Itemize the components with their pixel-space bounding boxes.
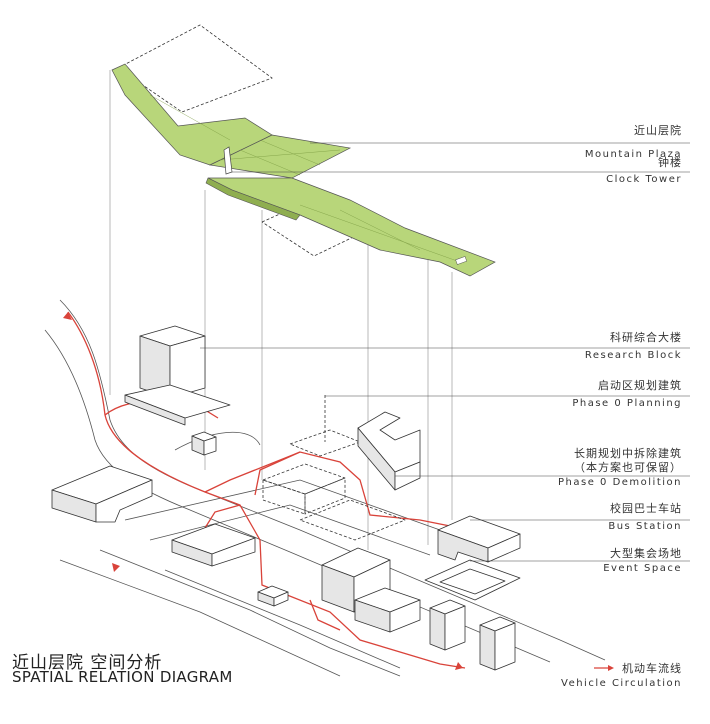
small-bottom-building	[257, 585, 289, 607]
phase0-planning-en: Phase 0 Planning	[572, 398, 682, 409]
phase0-demolition-cn: 长期规划中拆除建筑	[574, 446, 682, 460]
legend: 机动车流线 Vehicle Circulation	[561, 661, 682, 689]
lower-right-buildings	[354, 587, 516, 671]
label-event-space: 大型集会场地 Event Space	[603, 546, 682, 574]
plaza-extension	[207, 177, 496, 277]
phase0-demolition-en: Phase 0 Demolition	[558, 477, 682, 488]
leader-lines	[200, 142, 690, 562]
clock-tower-cn: 钟楼	[658, 155, 682, 169]
mountain-plaza-cn: 近山层院	[634, 123, 682, 137]
diagram-title-en: SPATIAL RELATION DIAGRAM	[12, 668, 233, 686]
event-space-en: Event Space	[603, 563, 682, 574]
event-space-cn: 大型集会场地	[610, 546, 682, 560]
buildings	[51, 325, 521, 671]
central-building	[321, 547, 391, 613]
label-research-block: 科研综合大楼 Research Block	[585, 330, 682, 361]
bus-station-building	[437, 515, 521, 563]
plaza-underside	[205, 177, 301, 221]
label-phase0-planning: 启动区规划建筑 Phase 0 Planning	[572, 378, 682, 409]
phase0-planning-cn: 启动区规划建筑	[598, 378, 682, 392]
clock-tower-en: Clock Tower	[606, 174, 682, 185]
small-cube	[191, 431, 217, 456]
bus-station-en: Bus Station	[608, 521, 682, 532]
demolition-building	[357, 411, 421, 491]
research-block-building	[124, 325, 231, 426]
label-clock-tower: 钟楼 Clock Tower	[606, 155, 682, 185]
left-building	[51, 465, 153, 523]
label-mountain-plaza: 近山层院 Mountain Plaza	[585, 123, 682, 160]
event-space-outline	[424, 559, 521, 601]
phase0-demolition-cn-note: （本方案也可保留）	[574, 460, 682, 474]
bus-station-cn: 校园巴士车站	[610, 501, 682, 515]
mountain-plaza-deck	[111, 63, 496, 277]
plaza-main	[208, 134, 352, 179]
research-block-en: Research Block	[585, 350, 682, 361]
legend-label-cn: 机动车流线	[622, 661, 682, 675]
phase0-planning-buildings	[262, 429, 406, 541]
label-bus-station: 校园巴士车站 Bus Station	[608, 501, 682, 532]
diagram-title-cn: 近山层院 空间分析	[12, 653, 163, 673]
mountain-plaza-en: Mountain Plaza	[585, 149, 682, 160]
legend-label-en: Vehicle Circulation	[561, 678, 682, 689]
label-phase0-demolition: 长期规划中拆除建筑 （本方案也可保留） Phase 0 Demolition	[558, 446, 682, 488]
mid-left-building	[171, 523, 256, 567]
research-block-cn: 科研综合大楼	[610, 330, 682, 344]
